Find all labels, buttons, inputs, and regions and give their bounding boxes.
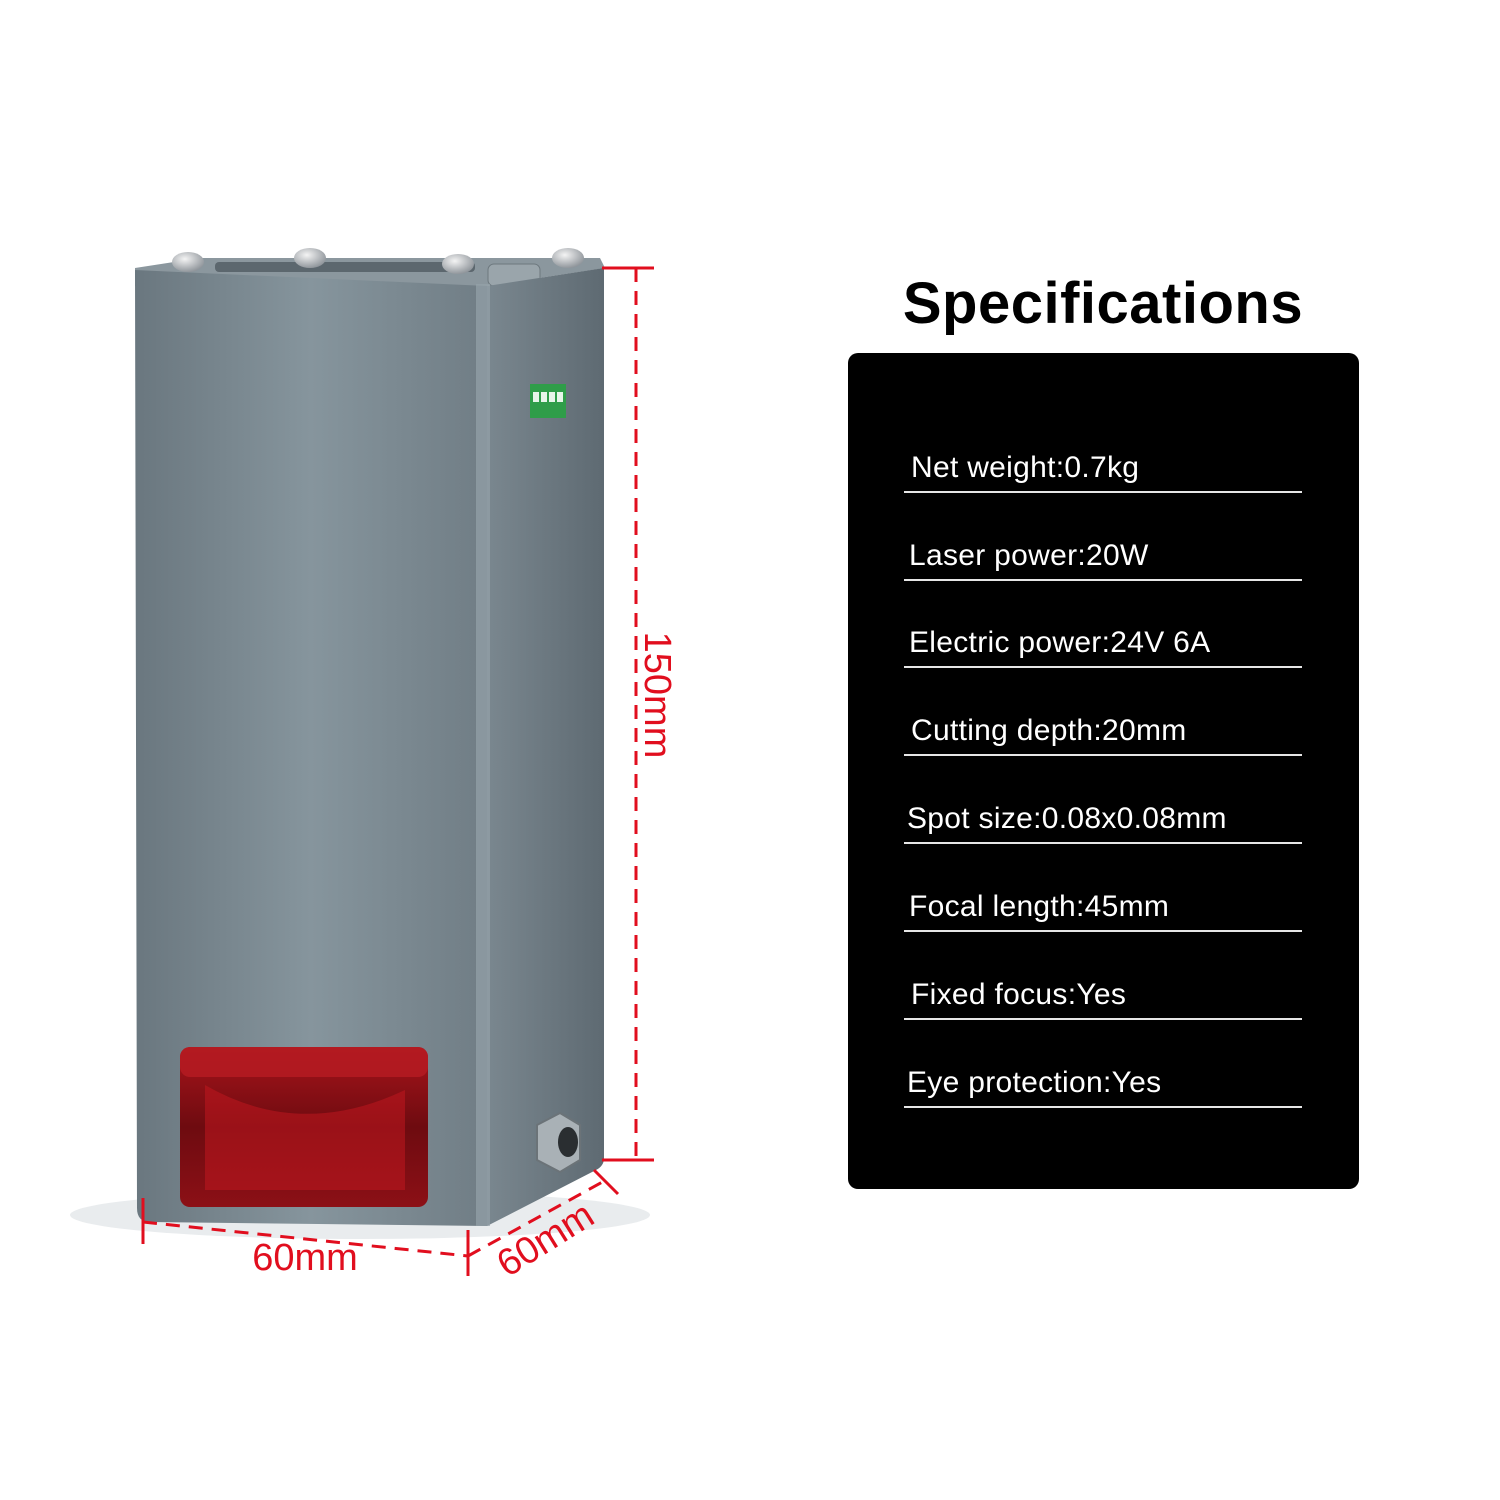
screw-icon xyxy=(172,252,204,272)
page-title: Specifications xyxy=(902,271,1304,336)
spec-label: Fixed focus:Yes xyxy=(911,978,1127,1011)
spec-row-focal-length: Focal length:45mm xyxy=(904,880,1302,932)
spec-label: Focal length:45mm xyxy=(909,890,1170,923)
screw-icon xyxy=(552,248,584,268)
width-dimension-label: 60mm xyxy=(252,1237,358,1279)
spec-row-electric-power: Electric power:24V 6A xyxy=(904,616,1302,668)
width-dimension-line xyxy=(142,1220,469,1258)
depth-dimension-line xyxy=(467,1178,607,1258)
spec-label: Laser power:20W xyxy=(909,539,1149,572)
spec-row-spot-size: Spot size:0.08x0.08mm xyxy=(904,792,1302,844)
specifications-panel: Net weight:0.7kg Laser power:20W Electri… xyxy=(848,353,1359,1189)
spec-row-net-weight: Net weight:0.7kg xyxy=(904,441,1302,493)
spec-label: Electric power:24V 6A xyxy=(909,626,1211,659)
screw-icon xyxy=(294,248,326,268)
spec-label: Eye protection:Yes xyxy=(907,1066,1162,1099)
height-dimension-label: 150mm xyxy=(636,632,678,759)
connector-terminal-icon xyxy=(530,384,566,418)
spec-label: Cutting depth:20mm xyxy=(911,714,1187,747)
spec-row-eye-protection: Eye protection:Yes xyxy=(904,1056,1302,1108)
spec-row-cutting-depth: Cutting depth:20mm xyxy=(904,704,1302,756)
spec-label: Spot size:0.08x0.08mm xyxy=(907,802,1227,835)
spec-row-fixed-focus: Fixed focus:Yes xyxy=(904,968,1302,1020)
module-side-face xyxy=(487,268,604,1226)
module-front-face xyxy=(135,270,487,1226)
air-assist-nut-icon xyxy=(536,1111,581,1174)
spec-row-laser-power: Laser power:20W xyxy=(904,529,1302,581)
spec-label: Net weight:0.7kg xyxy=(911,451,1140,484)
screw-icon xyxy=(442,254,474,274)
